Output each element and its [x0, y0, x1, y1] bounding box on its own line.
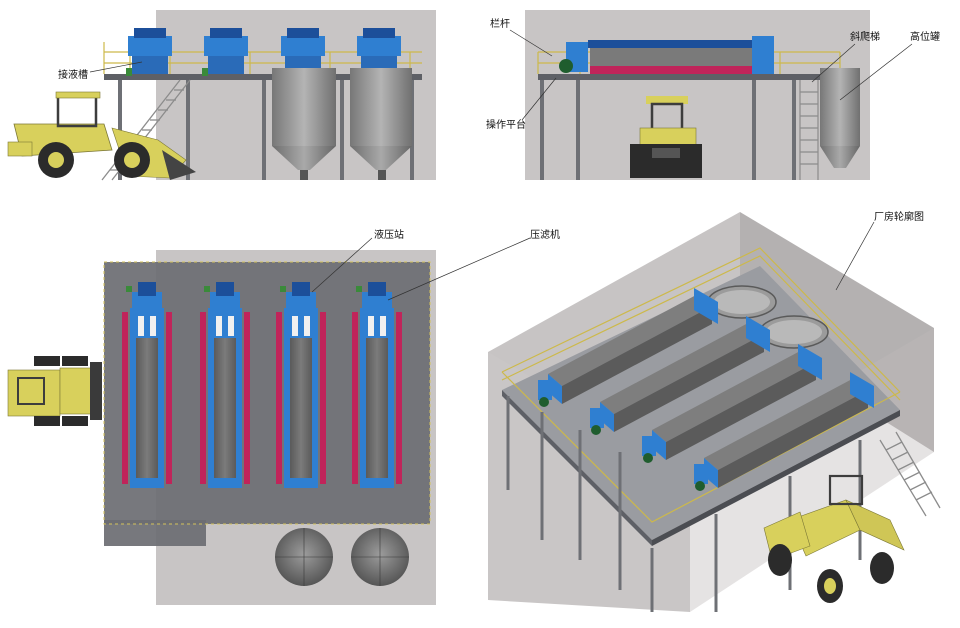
iso-wheel-loader [763, 474, 905, 603]
label-hydraulic-station: 液压站 [374, 228, 404, 241]
label-filter-press: 压滤机 [530, 228, 560, 241]
plan-filter-presses [122, 282, 402, 488]
plan-view: 液压站 压滤机 [7, 228, 560, 605]
iso-filter-presses [538, 288, 874, 491]
wheel-loader-front [630, 96, 702, 178]
platform-deck [104, 74, 422, 80]
high-level-tank [820, 68, 860, 168]
iso-stairs [879, 431, 941, 517]
leader-liquid-tank [89, 61, 143, 73]
leader-operation-platform [521, 77, 557, 121]
leader-plant-outline [835, 221, 875, 291]
plan-cone-tanks [275, 528, 409, 586]
filter-press-side [559, 36, 774, 74]
label-liquid-tank: 接液槽 [58, 68, 88, 81]
label-railing: 栏杆 [490, 17, 510, 30]
leader-filter-press [387, 237, 531, 301]
leader-inclined-ladder [811, 43, 856, 83]
liquid-tanks-front [272, 68, 412, 180]
leader-high-tank [839, 43, 913, 101]
front-elevation-view: 接液槽 [7, 10, 436, 181]
side-elevation-view: 栏杆 操作平台 斜爬梯 高位罐 [486, 10, 940, 180]
side-platform-deck [538, 74, 840, 80]
leader-hydraulic-station [311, 237, 373, 293]
leader-railing [509, 29, 553, 57]
wheel-loader-top [7, 356, 102, 426]
iso-columns [506, 396, 862, 612]
label-plant-outline: 厂房轮廓图 [874, 210, 924, 223]
label-high-tank: 高位罐 [910, 30, 940, 43]
iso-back-wall-right [740, 212, 934, 452]
side-inclined-ladder [799, 80, 819, 180]
plan-platform-lower [104, 520, 206, 546]
iso-tanks [707, 285, 829, 349]
wheel-loader-side [7, 91, 196, 180]
side-support-columns [540, 80, 796, 180]
isometric-view: 厂房轮廓图 [488, 210, 941, 612]
iso-railing [501, 247, 901, 523]
label-operation-platform: 操作平台 [486, 118, 526, 131]
label-inclined-ladder: 斜爬梯 [850, 30, 880, 43]
